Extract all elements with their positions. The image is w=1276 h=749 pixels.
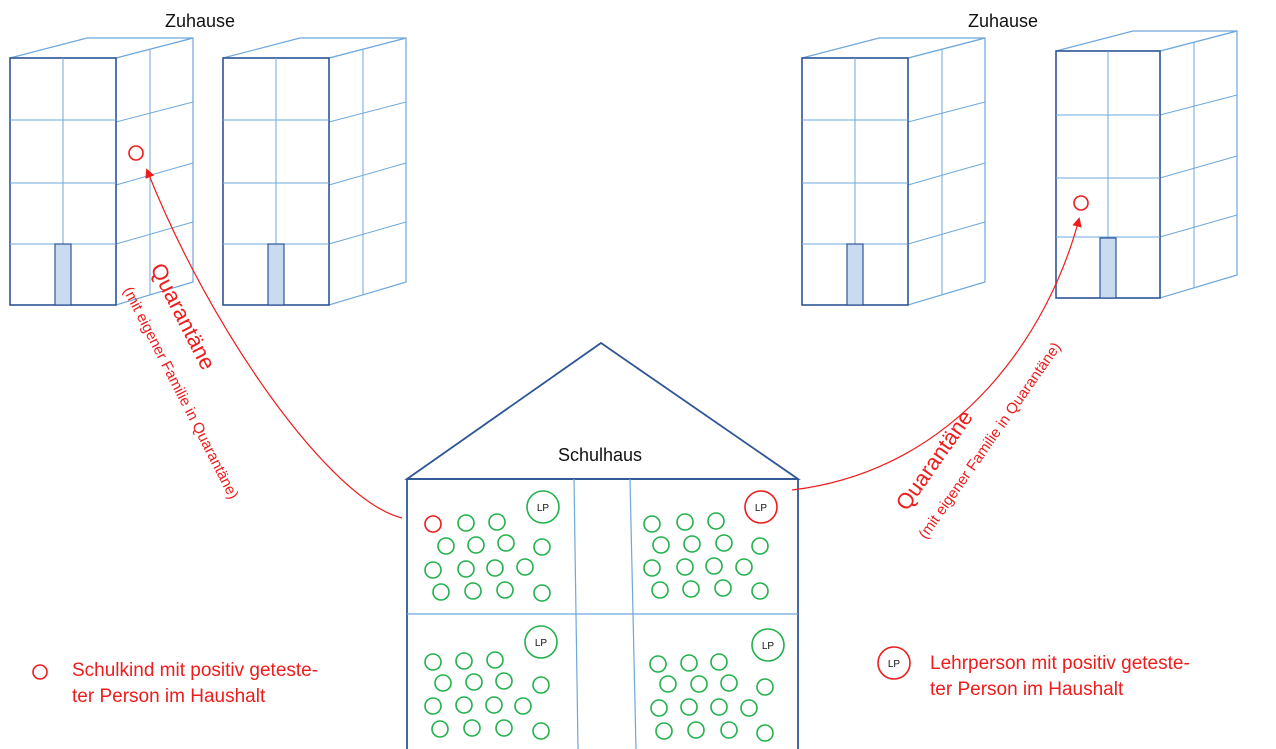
student [714,579,732,597]
svg-text:LP: LP [888,659,901,670]
student [496,581,514,599]
student [432,583,450,601]
student [659,675,677,693]
legend-teacher-symbol: LP [877,646,911,680]
student [649,655,667,673]
legend-teacher-line2: ter Person im Haushalt [930,679,1124,700]
student [455,696,473,714]
student [488,513,506,531]
home-building-4 [1055,30,1238,299]
student [652,536,670,554]
legend-teacher-line1: Lehrperson mit positiv geteste- [930,653,1190,674]
student [715,534,733,552]
student [676,513,694,531]
door [846,243,864,306]
student-positive-household [424,515,442,533]
svg-text:LP: LP [537,503,550,514]
student [532,722,550,740]
student [720,721,738,739]
student [643,559,661,577]
door [54,243,72,306]
student [756,678,774,696]
legend-teacher-text: Lehrperson mit positiv geteste- ter Pers… [930,651,1190,703]
student [682,580,700,598]
student [424,653,442,671]
quarantine-label-right: Quarantäne [891,405,978,515]
student [643,515,661,533]
student [455,652,473,670]
home-label-left: Zuhause [165,11,235,31]
student [495,719,513,737]
student [467,536,485,554]
svg-text:LP: LP [755,503,768,514]
student [497,534,515,552]
home-building-2 [222,37,407,306]
quarantined-teacher-at-home [1073,195,1089,211]
teacher-top-right-positive: LP [744,490,778,524]
student [431,720,449,738]
school-label: Schulhaus [558,445,642,465]
student [486,559,504,577]
student [495,672,513,690]
student [710,653,728,671]
student [740,699,758,717]
teacher-bottom-left: LP [524,625,558,659]
student [465,673,483,691]
student [437,537,455,555]
student [424,561,442,579]
student [756,724,774,742]
legend-child-symbol [32,664,48,680]
student [676,558,694,576]
student [707,512,725,530]
student [485,696,503,714]
student [533,538,551,556]
student [735,558,753,576]
legend-child-line1: Schulkind mit positiv geteste- [72,660,319,681]
teacher-bottom-right: LP [751,628,785,662]
student [533,584,551,602]
student [486,651,504,669]
legend-child-text: Schulkind mit positiv geteste- ter Perso… [72,658,318,710]
quarantine-arrow-left [145,168,403,519]
student [457,560,475,578]
school-building [404,341,801,749]
student [655,722,673,740]
student [705,557,723,575]
svg-text:LP: LP [535,638,548,649]
student [751,582,769,600]
home-building-3 [801,37,986,306]
student [710,698,728,716]
student [514,697,532,715]
student [463,719,481,737]
quarantine-arrow-right [791,217,1082,491]
student [464,582,482,600]
student [690,675,708,693]
student [424,697,442,715]
student [434,674,452,692]
student [532,676,550,694]
home-building-1 [9,37,194,306]
student [457,514,475,532]
quarantined-child-at-home [128,145,144,161]
student [687,721,705,739]
student [516,558,534,576]
teacher-top-left: LP [526,490,560,524]
student [680,654,698,672]
door [1099,237,1117,299]
student [680,698,698,716]
svg-text:LP: LP [762,641,775,652]
student [651,581,669,599]
legend-child-line2: ter Person im Haushalt [72,686,266,707]
student [751,537,769,555]
student [683,535,701,553]
student [720,674,738,692]
students [424,512,774,742]
student [650,699,668,717]
door [267,243,285,306]
home-label-right: Zuhause [968,11,1038,31]
